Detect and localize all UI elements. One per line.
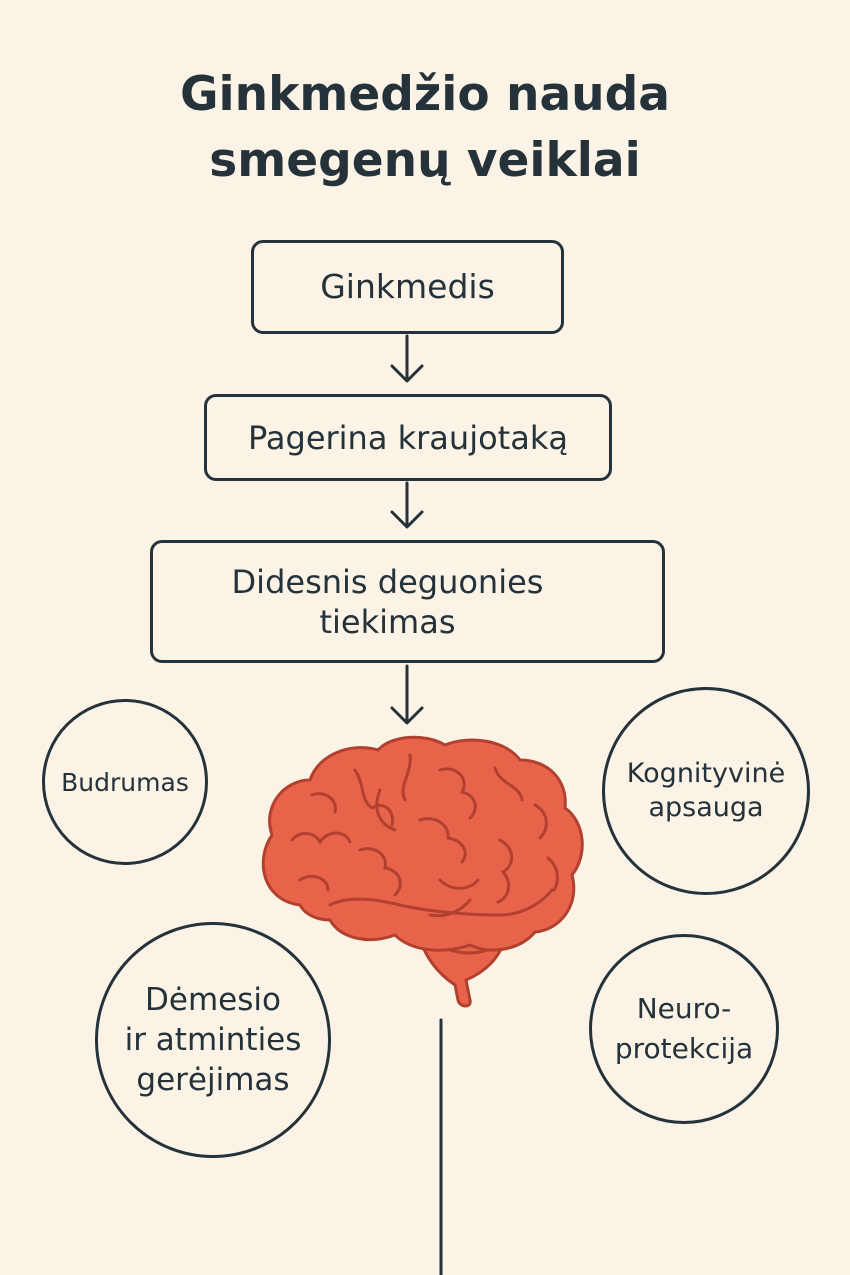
benefit-circle-cognitive: Kognityvinė apsauga <box>602 687 810 895</box>
benefit-cognitive-line-1: Kognityvinė <box>626 758 786 789</box>
flow-step-2-label: Pagerina kraujotaką <box>248 418 568 457</box>
benefit-attention-line-2: ir atminties <box>124 1022 302 1058</box>
benefit-cognitive-line-2: apsauga <box>648 792 764 823</box>
flow-box-ginkmedis: Ginkmedis <box>251 240 564 334</box>
arrow-down-icon <box>390 481 424 529</box>
brain-icon <box>261 735 584 1008</box>
benefit-circle-alertness: Budrumas <box>42 699 208 865</box>
benefit-neuro-line-2: protekcija <box>614 1032 754 1065</box>
flow-step-1-label: Ginkmedis <box>320 267 495 306</box>
benefit-attention-line-3: gerėjimas <box>136 1062 290 1098</box>
benefit-neuro-line-1: Neuro- <box>636 992 732 1025</box>
flow-step-3-line-1: Didesnis deguonies <box>231 562 544 601</box>
page-title: Ginkmedžio nauda smegenų veiklai <box>0 62 850 194</box>
arrow-down-icon <box>390 664 424 725</box>
title-line-2: smegenų veiklai <box>209 133 641 188</box>
benefit-alertness-label: Budrumas <box>61 767 189 797</box>
flow-box-oxygen: Didesnis deguonies tiekimas <box>150 540 665 663</box>
flow-step-3-line-2: tiekimas <box>319 602 456 641</box>
benefit-attention-line-1: Dėmesio <box>145 982 281 1018</box>
benefit-circle-attention: Dėmesio ir atminties gerėjimas <box>95 922 331 1158</box>
flow-step-3-text: Didesnis deguonies tiekimas <box>232 562 584 642</box>
flow-box-circulation: Pagerina kraujotaką <box>204 394 612 481</box>
benefit-circle-neuroprotection: Neuro- protekcija <box>589 934 779 1124</box>
title-line-1: Ginkmedžio nauda <box>179 67 670 122</box>
arrow-down-icon <box>390 334 424 383</box>
